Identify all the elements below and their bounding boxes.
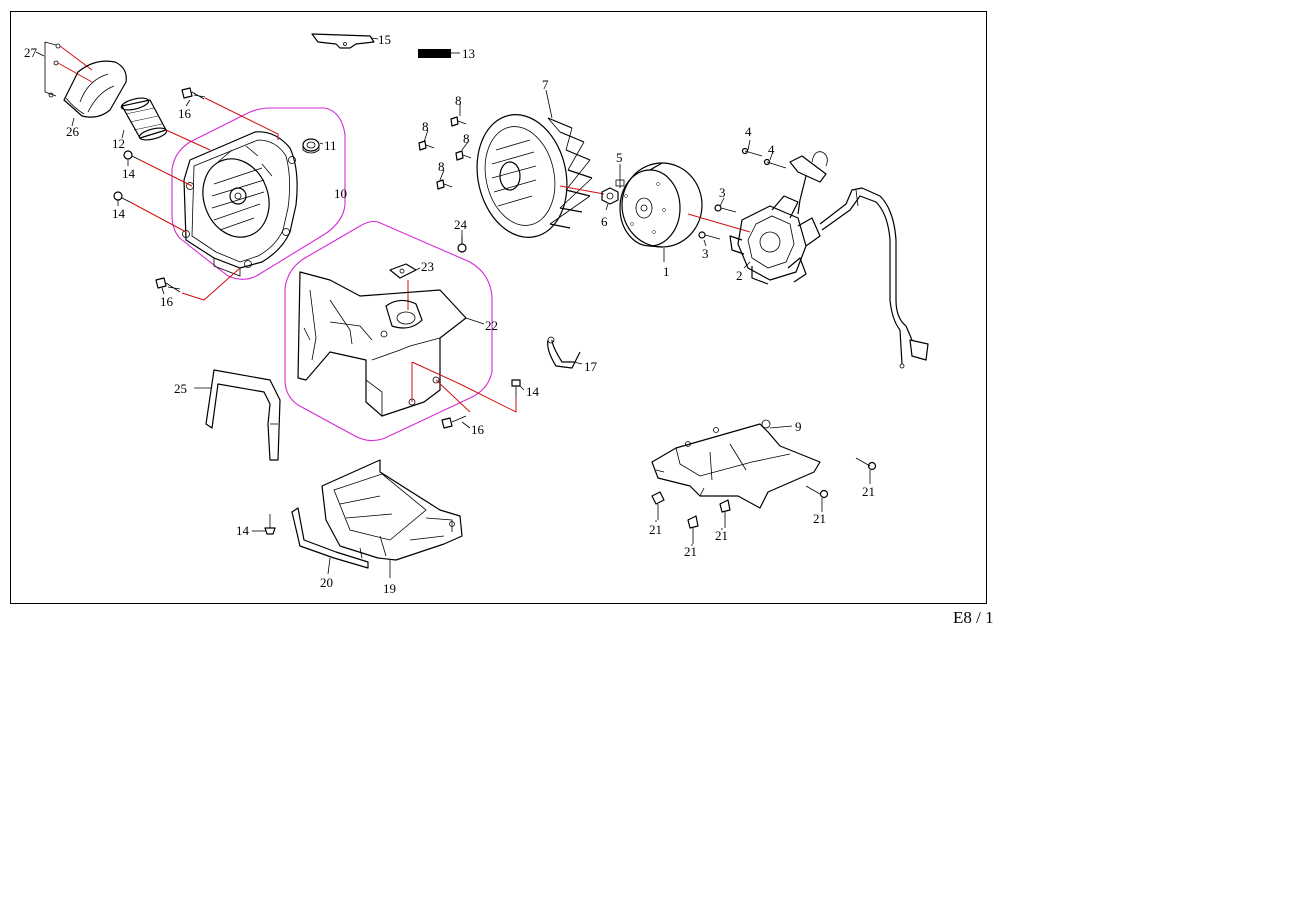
part-6-nut <box>601 187 619 205</box>
part-10-fan-cover <box>182 131 298 277</box>
diagram-frame <box>10 11 987 604</box>
callout-21: 21 <box>813 511 826 526</box>
part-16-bolt-bottom <box>155 267 241 301</box>
callout-15: 15 <box>378 32 391 47</box>
callout-1: 1 <box>663 264 670 279</box>
part-14-screw-bottom <box>264 514 276 535</box>
callout-16: 16 <box>160 294 174 309</box>
callout-4: 4 <box>745 124 752 139</box>
callout-21: 21 <box>649 522 662 537</box>
part-2-stator <box>729 151 929 369</box>
callout-9: 9 <box>795 419 802 434</box>
part-25-seal-frame <box>205 369 281 461</box>
part-22-shroud <box>297 271 471 417</box>
part-4-screws <box>741 147 787 169</box>
callout-14: 14 <box>112 206 126 221</box>
part-15-bracket <box>311 33 375 49</box>
callout-25: 25 <box>174 381 187 396</box>
group-outline-shroud <box>284 220 493 442</box>
callout-10: 10 <box>334 186 347 201</box>
callout-13: 13 <box>462 46 475 61</box>
page-reference: E8 / 1 <box>953 608 994 627</box>
part-11-grommet <box>302 138 320 154</box>
callout-5: 5 <box>616 150 623 165</box>
callout-8: 8 <box>438 159 445 174</box>
part-8-bolts <box>418 116 472 190</box>
part-16-bolt-shroud <box>441 415 467 429</box>
leader-lines <box>35 37 871 578</box>
part-26-cap <box>63 60 127 118</box>
callout-8: 8 <box>422 119 429 134</box>
callout-12: 12 <box>112 136 125 151</box>
callout-3: 3 <box>702 246 709 261</box>
callout-6: 6 <box>601 214 608 229</box>
part-16-bolt-top <box>181 87 279 140</box>
callout-26: 26 <box>66 124 80 139</box>
callout-8: 8 <box>463 131 470 146</box>
callout-2: 2 <box>736 268 743 283</box>
callout-27: 27 <box>24 45 38 60</box>
callout-7: 7 <box>542 77 549 92</box>
callout-11: 11 <box>324 138 337 153</box>
callout-23: 23 <box>421 259 434 274</box>
callout-21: 21 <box>715 528 728 543</box>
callout-16: 16 <box>471 422 485 437</box>
part-13-seal-strip <box>418 49 451 58</box>
callout-21: 21 <box>684 544 697 559</box>
part-3-screws <box>698 204 737 240</box>
part-12-filter <box>120 97 211 151</box>
part-20-gasket <box>291 507 369 569</box>
callout-8: 8 <box>455 93 462 108</box>
part-17-clip <box>547 336 581 369</box>
part-27-screws <box>44 41 93 98</box>
part-1-flywheel <box>619 162 751 248</box>
callout-20: 20 <box>320 575 333 590</box>
callout-14: 14 <box>122 166 136 181</box>
part-21-screws <box>651 457 877 544</box>
callout-17: 17 <box>584 359 598 374</box>
callout-14: 14 <box>236 523 250 538</box>
callout-14: 14 <box>526 384 540 399</box>
part-14-screw-shroud <box>411 361 521 413</box>
callout-24: 24 <box>454 217 468 232</box>
part-5-key <box>615 168 625 188</box>
callout-4: 4 <box>768 142 775 157</box>
callout-19: 19 <box>383 581 396 596</box>
callout-3: 3 <box>719 185 726 200</box>
callout-22: 22 <box>485 318 498 333</box>
part-23-plate <box>389 263 417 310</box>
part-14-screw-upper <box>123 150 193 187</box>
callout-21: 21 <box>862 484 875 499</box>
part-19-duct <box>321 459 463 561</box>
part-9-guide <box>651 419 821 509</box>
callout-16: 16 <box>178 106 192 121</box>
part-7-cooling-fan <box>476 114 605 238</box>
group-outline-fan-cover <box>171 107 346 280</box>
